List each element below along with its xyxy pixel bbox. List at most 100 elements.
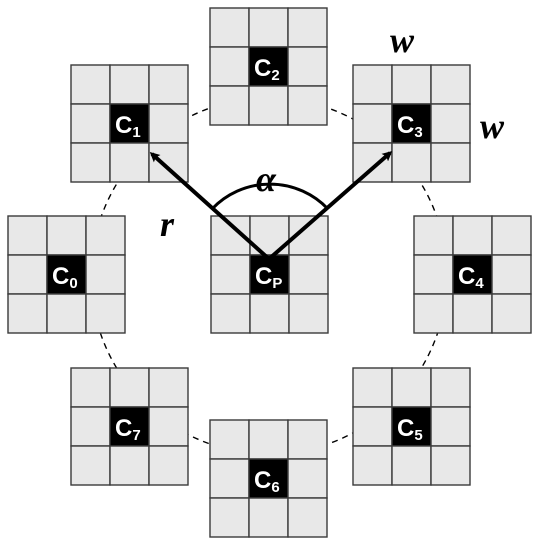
block-subscript: 1 <box>132 124 140 141</box>
grid-cell <box>413 215 454 256</box>
grid-cell <box>209 497 250 538</box>
grid-cell <box>352 367 393 408</box>
block-c5: C5 <box>352 367 471 486</box>
alpha-label: α <box>256 159 277 199</box>
grid-cell <box>391 64 432 105</box>
grid-cell <box>413 254 454 295</box>
block-label-c2: C2 <box>254 55 280 84</box>
width-label-side: w <box>480 106 505 146</box>
grid-cell <box>430 406 471 447</box>
center-pixel <box>109 103 150 144</box>
block-letter: C <box>255 263 272 290</box>
grid-cell <box>287 46 328 87</box>
block-c2: C2 <box>209 7 328 126</box>
grid-cell <box>352 406 393 447</box>
grid-cell <box>109 64 150 105</box>
grid-cell <box>46 293 87 334</box>
grid-cell <box>288 293 329 334</box>
grid-cell <box>491 254 532 295</box>
grid-cell <box>391 445 432 486</box>
block-c6: C6 <box>209 419 328 538</box>
center-pixel <box>391 406 432 447</box>
grid-cell <box>109 445 150 486</box>
grid-cell <box>352 103 393 144</box>
grid-cell <box>70 406 111 447</box>
grid-cell <box>491 215 532 256</box>
block-subscript: 4 <box>475 275 484 292</box>
grid-cell <box>85 254 126 295</box>
radius-arrow-c3 <box>267 151 393 261</box>
block-subscript: 2 <box>271 67 279 84</box>
block-c0: C0 <box>7 215 126 334</box>
block-label-c0: C0 <box>52 263 78 292</box>
block-label-c4: C4 <box>458 263 484 292</box>
angle-arc <box>210 182 330 211</box>
grid-cell <box>287 419 328 460</box>
grid-cell <box>287 458 328 499</box>
grid-cell <box>7 293 48 334</box>
grid-cell <box>287 497 328 538</box>
grid-cell <box>85 293 126 334</box>
block-subscript: 6 <box>271 479 279 496</box>
block-label-c3: C3 <box>397 112 423 141</box>
grid-cell <box>70 445 111 486</box>
grid-cell <box>7 254 48 295</box>
grid-cell <box>391 142 432 183</box>
block-letter: C <box>254 55 271 82</box>
grid-cell <box>209 46 250 87</box>
grid-cell <box>491 293 532 334</box>
grid-cell <box>7 215 48 256</box>
center-pixel <box>248 458 289 499</box>
grid-cell <box>46 215 87 256</box>
block-subscript: 0 <box>69 275 77 292</box>
grid-cell <box>209 85 250 126</box>
grid-cell <box>109 367 150 408</box>
block-subscript: P <box>272 275 282 292</box>
block-c3: C3 <box>352 64 471 183</box>
block-label-c6: C6 <box>254 467 280 496</box>
grid-cell <box>210 293 251 334</box>
grid-cell <box>148 64 189 105</box>
grid-cell <box>70 103 111 144</box>
grid-cell <box>148 367 189 408</box>
grid-cell <box>209 419 250 460</box>
block-letter: C <box>115 112 132 139</box>
block-letter: C <box>52 263 69 290</box>
block-label-c5: C5 <box>397 415 423 444</box>
grid-cell <box>148 103 189 144</box>
grid-cell <box>248 7 289 48</box>
grid-cell <box>85 215 126 256</box>
block-letter: C <box>115 415 132 442</box>
grid-cell <box>209 7 250 48</box>
grid-cell <box>248 419 289 460</box>
block-label-cp: CP <box>255 263 282 292</box>
grid-cell <box>430 367 471 408</box>
block-subscript: 5 <box>414 427 422 444</box>
grid-cell <box>70 367 111 408</box>
grid-cell <box>452 293 493 334</box>
grid-cell <box>148 406 189 447</box>
width-label-top: w <box>390 20 415 60</box>
grid-cell <box>452 215 493 256</box>
grid-cell <box>430 64 471 105</box>
grid-cell <box>248 497 289 538</box>
grid-cell <box>287 85 328 126</box>
grid-cell <box>148 142 189 183</box>
radius-arrow-c1 <box>149 151 271 261</box>
block-c7: C7 <box>70 367 189 486</box>
block-label-c7: C7 <box>115 415 141 444</box>
grid-cell <box>352 445 393 486</box>
block-letter: C <box>254 467 271 494</box>
grid-cell <box>248 85 289 126</box>
grid-cell <box>109 142 150 183</box>
grid-cell <box>148 445 189 486</box>
grid-cell <box>391 367 432 408</box>
block-cp: CP <box>210 215 329 334</box>
grid-cell <box>70 64 111 105</box>
block-label-c1: C1 <box>115 112 141 141</box>
block-subscript: 3 <box>414 124 422 141</box>
grid-cell <box>430 142 471 183</box>
block-letter: C <box>397 112 414 139</box>
radius-label: r <box>160 204 175 244</box>
